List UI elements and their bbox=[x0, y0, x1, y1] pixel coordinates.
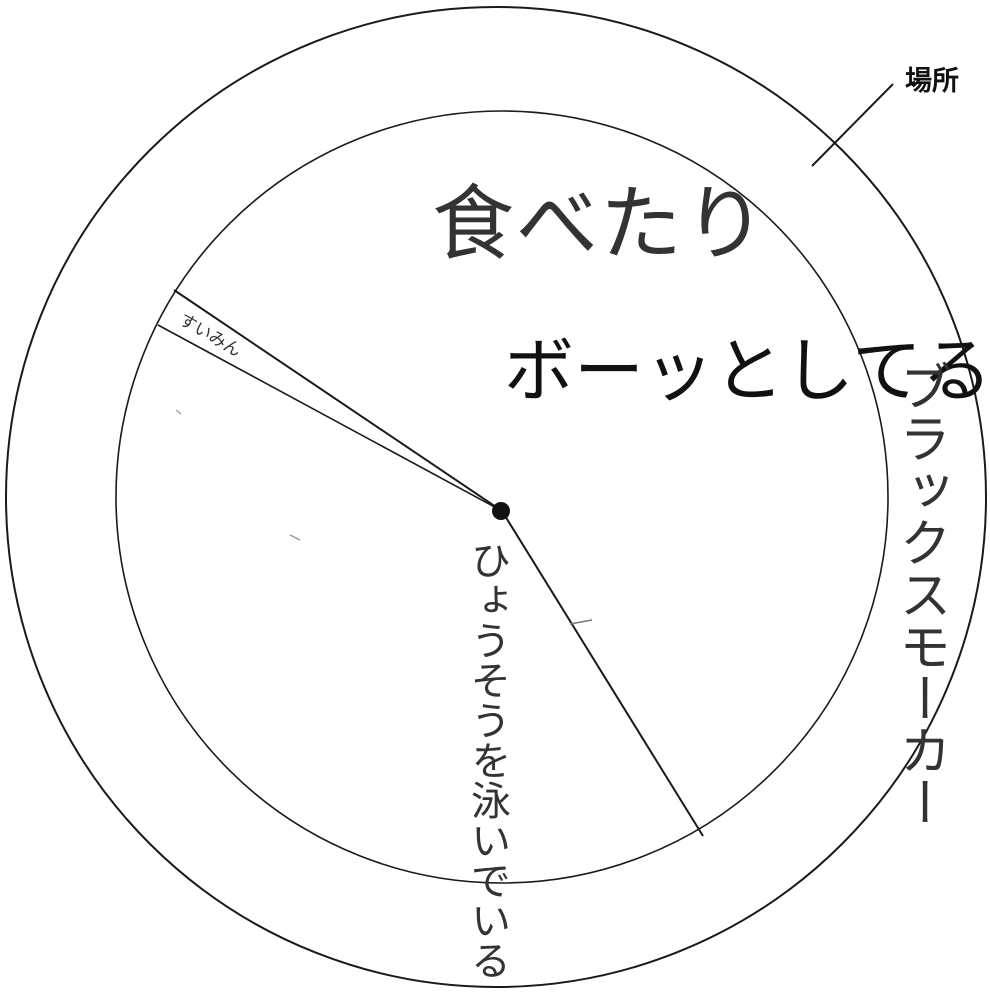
faint-mark bbox=[569, 619, 593, 625]
label-leader-line bbox=[811, 83, 894, 167]
outer-circle bbox=[5, 6, 987, 988]
outer-label: 場所 bbox=[905, 66, 959, 97]
sector-line-upper bbox=[173, 289, 503, 512]
faint-mark bbox=[175, 409, 182, 415]
segment-label-eating: 食べたり bbox=[432, 177, 768, 272]
inner-circle bbox=[115, 110, 889, 884]
segment-label-swimming: ひょうそうを泳いでいる bbox=[464, 540, 510, 980]
sector-line-right bbox=[501, 510, 704, 837]
segment-label-idle: ボーッとしてる bbox=[504, 330, 990, 412]
sector-line-lower bbox=[157, 324, 503, 512]
faint-mark bbox=[289, 534, 301, 541]
center-point bbox=[492, 502, 510, 520]
place-label: ブラックスモーカー bbox=[890, 360, 950, 828]
